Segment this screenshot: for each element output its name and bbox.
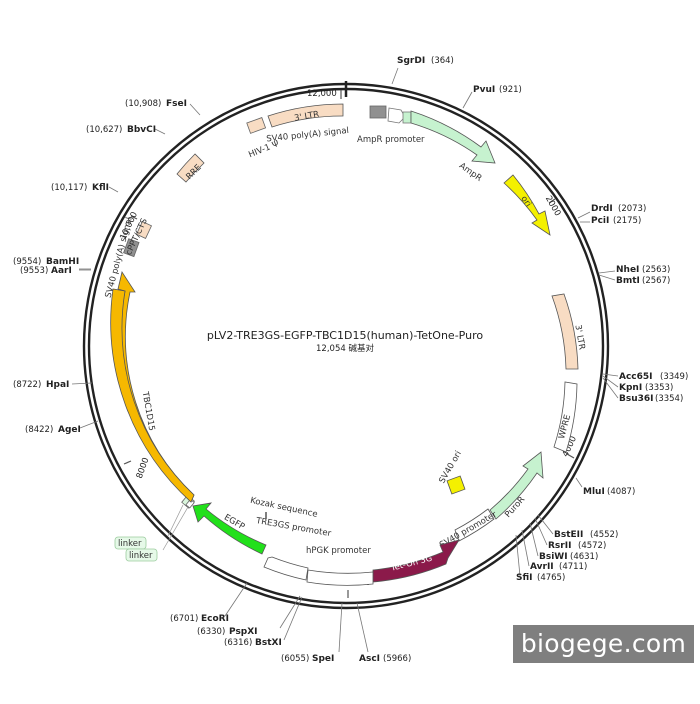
site-name-bstxi: BstXI (255, 638, 282, 648)
site-name-pspxi: PspXI (229, 627, 258, 637)
site-name-avrii: AvrII (530, 562, 554, 572)
site-name-bbvci: BbvCI (127, 125, 156, 135)
site-name-nhei: NheI (616, 265, 639, 275)
site-name-bsu36i: Bsu36I (619, 394, 654, 404)
site-name-sfii: SfiI (516, 573, 533, 583)
site-pos-pcii: (2175) (613, 216, 641, 226)
site-pos-fsei: (10,908) (125, 99, 161, 109)
linker-leader-2 (162, 506, 189, 551)
plasmid-subtitle: 12,054 碱基对 (316, 343, 374, 354)
label-sv40-polya-top: SV40 poly(A) signal (266, 126, 350, 145)
site-pos-mlui: (4087) (607, 487, 635, 497)
feature-hiv-psi (246, 117, 267, 134)
site-name-ecori: EcoRI (201, 614, 229, 624)
tick-mark-4000 (566, 453, 575, 459)
site-name-acc65i: Acc65I (619, 372, 653, 382)
feature-ampr (410, 110, 496, 164)
site-pos-agei: (8422) (25, 425, 53, 435)
linker-badge-2 (125, 548, 158, 562)
label-ampr-promoter: AmpR promoter (357, 135, 425, 145)
site-name-mlui: MluI (583, 487, 605, 497)
site-name-bamhi: BamHI (46, 257, 79, 267)
site-pos-avrii: (4711) (559, 562, 587, 572)
label-linker-2: linker (129, 551, 153, 561)
label-ltr3-top: 3' LTR (293, 110, 320, 124)
tick-mark-2000 (548, 198, 556, 204)
site-pos-spei: (6055) (281, 654, 309, 664)
restriction-sites: SgrDI (364) PvuI (921) DrdI (2073) PciI … (13, 56, 688, 664)
site-name-kpni: KpnI (619, 383, 642, 393)
feature-tbc1d15-body (110, 288, 195, 503)
site-name-agei: AgeI (58, 425, 81, 435)
site-pos-drdi: (2073) (618, 204, 646, 214)
label-ampr: AmpR (457, 161, 484, 184)
site-pos-sfii: (4765) (537, 573, 565, 583)
feature-tre3gs-promoter (263, 556, 309, 581)
site-name-hpai: HpaI (46, 380, 69, 390)
label-tre3gs-promoter: TRE3GS promoter (254, 516, 332, 539)
site-name-sgrdi: SgrDI (397, 56, 425, 66)
feature-puror (489, 451, 544, 520)
site-pos-bmti: (2567) (642, 276, 670, 286)
site-name-rsrii: RsrII (548, 541, 571, 551)
site-name-pcii: PciI (591, 216, 609, 226)
site-pos-bbvci: (10,627) (86, 125, 122, 135)
site-pos-ecori: (6701) (170, 614, 198, 624)
tick-label-8000: 8000 (135, 456, 152, 480)
feature-wpre (553, 381, 578, 453)
site-pos-nhei: (2563) (642, 265, 670, 275)
site-pos-kpni: (3353) (645, 383, 673, 393)
linker-leader-1 (167, 504, 184, 537)
site-pos-kfli: (10,117) (51, 183, 87, 193)
plasmid-title: pLV2-TRE3GS-EGFP-TBC1D15(human)-TetOne-P… (207, 329, 483, 342)
feature-sv40-promoter (454, 508, 495, 542)
feature-tet-on-3g (372, 539, 460, 583)
feature-hpgk-promoter (306, 569, 374, 586)
site-pos-bsu36i: (3354) (655, 394, 683, 404)
site-pos-acc65i: (3349) (660, 372, 688, 382)
site-name-spei: SpeI (312, 654, 334, 664)
feature-signal-top (369, 105, 387, 119)
feature-ori (503, 174, 551, 236)
site-name-aari: AarI (51, 266, 72, 276)
site-leaders (71, 67, 619, 653)
tick-mark-10000 (130, 215, 138, 220)
feature-signal-left (123, 238, 140, 258)
site-pos-bstxi: (6316) (224, 638, 252, 648)
feature-egfp (192, 502, 267, 555)
label-hpgk-promoter: hPGK promoter (306, 546, 371, 556)
site-pos-hpai: (8722) (13, 380, 41, 390)
feature-ltr3-right (551, 293, 579, 370)
site-name-asci: AscI (359, 654, 380, 664)
site-name-fsei: FseI (166, 99, 187, 109)
site-pos-bsiwi: (4631) (570, 552, 598, 562)
site-pos-aari: (9553) (20, 266, 48, 276)
feature-ampr-promoter (387, 107, 412, 124)
feature-sv40-ori (446, 475, 466, 495)
feature-rre (176, 153, 205, 183)
watermark-logo: biogege.com (513, 625, 694, 663)
site-name-bsteii: BstEII (554, 530, 583, 540)
site-pos-pvui: (921) (499, 85, 522, 95)
tick-label-12000: 12,000 (307, 89, 337, 99)
site-name-kfli: KflI (92, 183, 109, 193)
site-pos-pspxi: (6330) (197, 627, 225, 637)
site-pos-bsteii: (4552) (590, 530, 618, 540)
site-name-bmti: BmtI (616, 276, 640, 286)
label-ltr3-right: 3' LTR (572, 324, 586, 351)
site-pos-sgrdi: (364) (431, 56, 454, 66)
label-linker-1: linker (118, 539, 142, 549)
site-name-bsiwi: BsiWI (539, 552, 568, 562)
site-pos-rsrii: (4572) (578, 541, 606, 551)
feature-ltr3-top (267, 103, 344, 128)
site-name-pvui: PvuI (473, 85, 495, 95)
feature-linker-2 (185, 498, 195, 509)
feature-cppt (135, 221, 153, 239)
site-pos-bamhi: (9554) (13, 257, 41, 267)
site-name-drdi: DrdI (591, 204, 613, 214)
site-pos-asci: (5966) (383, 654, 411, 664)
tick-mark-8000 (123, 460, 132, 465)
